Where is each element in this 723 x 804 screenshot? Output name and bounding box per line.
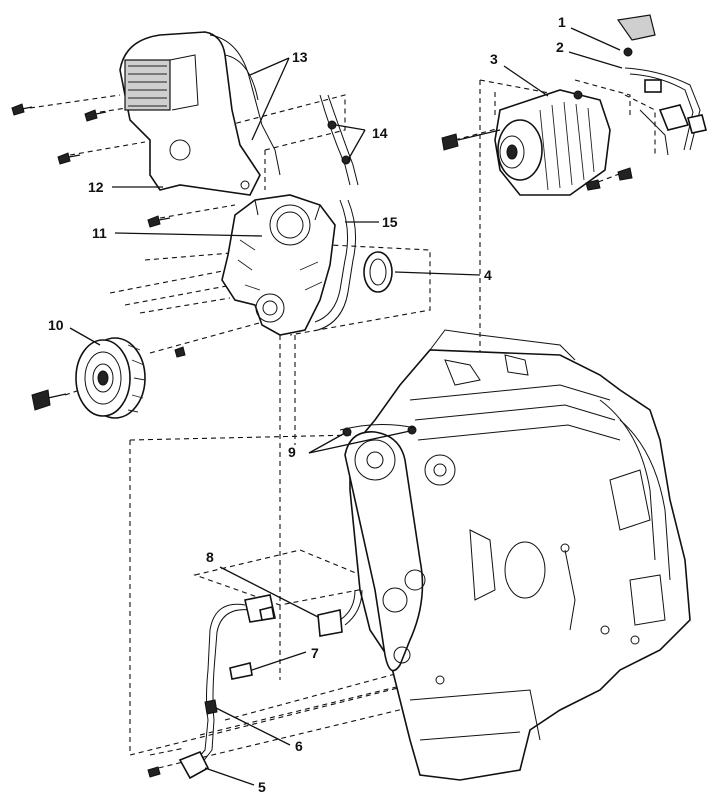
leader-lines xyxy=(69,27,623,786)
callout-2: 2 xyxy=(556,39,564,55)
hose-clamps xyxy=(319,94,359,186)
lower-timing-cover xyxy=(221,194,336,336)
callout-14: 14 xyxy=(372,125,388,141)
callout-10: 10 xyxy=(48,317,64,333)
callout-6: 6 xyxy=(295,738,303,754)
callout-8: 8 xyxy=(206,549,214,565)
cover-bolts xyxy=(11,103,171,228)
sensor-harness xyxy=(147,589,363,780)
callout-7: 7 xyxy=(311,645,319,661)
callout-13: 13 xyxy=(292,49,308,65)
callout-3: 3 xyxy=(490,51,498,67)
oil-seal xyxy=(363,251,393,293)
alternator xyxy=(441,89,633,196)
callout-4: 4 xyxy=(484,267,492,283)
callout-11: 11 xyxy=(92,225,107,241)
callout-1: 1 xyxy=(558,14,566,30)
callout-9: 9 xyxy=(288,444,296,460)
callout-12: 12 xyxy=(88,179,104,195)
callout-15: 15 xyxy=(382,214,398,230)
coolant-tube xyxy=(314,199,357,331)
upper-timing-cover xyxy=(119,31,281,196)
crankshaft-pulley xyxy=(31,337,186,419)
callout-5: 5 xyxy=(258,779,266,795)
callout-labels: 1 2 3 4 5 6 7 8 9 10 11 12 13 14 15 xyxy=(48,14,566,795)
alternator-wiring xyxy=(616,14,707,156)
engine-block xyxy=(339,329,691,781)
